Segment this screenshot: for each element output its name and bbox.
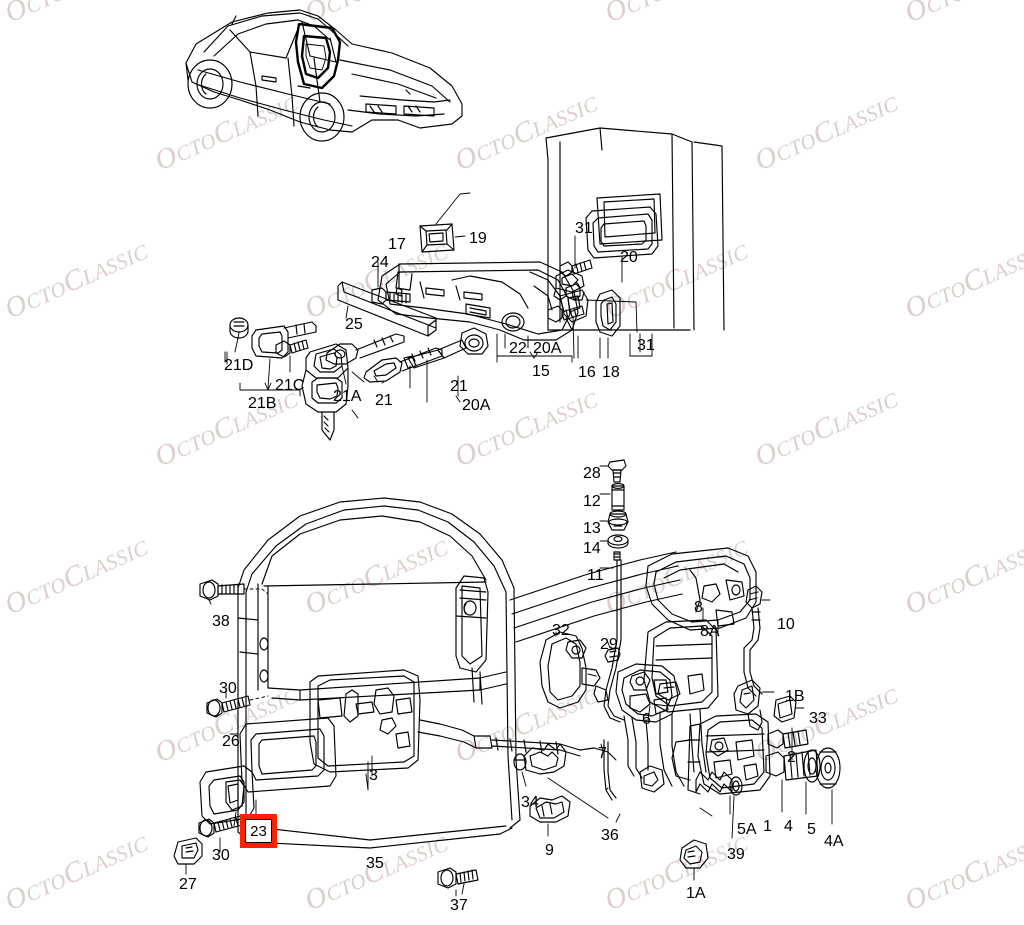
callout-17: 17 (388, 236, 406, 253)
callout-21k: 21 (375, 392, 393, 409)
callout-32: 32 (552, 622, 570, 639)
callout-4A: 4A (824, 833, 844, 850)
pull-handle-recess-26 (239, 717, 337, 793)
callout-30b: 30 (212, 847, 230, 864)
door-panel-outline (545, 127, 725, 331)
key-21-flat (363, 347, 443, 383)
callout-25: 25 (345, 316, 363, 333)
callout-26: 26 (222, 733, 240, 750)
screw-31-top (559, 259, 593, 277)
callout-20: 20 (620, 249, 638, 266)
callout-4: 4 (784, 818, 793, 835)
callout-21s: 21 (450, 378, 468, 395)
screw-16b (547, 305, 585, 323)
cap-4A (815, 747, 841, 789)
callout-8A: 8A (700, 623, 720, 640)
callout-1: 1 (763, 818, 772, 835)
cap-21D (229, 317, 249, 339)
callout-13: 13 (583, 520, 601, 537)
callout-7: 7 (598, 745, 607, 762)
callout-33: 33 (809, 710, 827, 727)
callout-24: 24 (371, 254, 389, 271)
bolt-38 (199, 579, 245, 601)
callout-1A: 1A (686, 885, 706, 902)
clip-34 (513, 743, 567, 775)
callout-16: 16 (578, 364, 596, 381)
callout-1B: 1B (785, 688, 805, 705)
spring-39 (695, 771, 743, 796)
door-shell-assembly (173, 497, 617, 897)
callout-21D: 21D (224, 357, 254, 374)
lock-module-8 (645, 547, 757, 631)
callout-35: 35 (366, 855, 384, 872)
clip-27 (173, 837, 203, 865)
pin-17 (395, 263, 403, 297)
rod-10 (743, 585, 763, 697)
lock-cylinder-21 (301, 327, 489, 441)
bracket-36 (639, 765, 665, 793)
callout-14: 14 (583, 540, 601, 557)
exterior-handle-assembly (337, 192, 659, 363)
callout-29: 29 (600, 636, 618, 653)
callout-27: 27 (179, 876, 197, 893)
callout-3: 3 (369, 767, 378, 784)
clip-1A (679, 839, 709, 869)
sleeve-12 (611, 483, 625, 511)
callout-20A1: 20A (533, 340, 562, 357)
callout-9: 9 (545, 842, 554, 859)
callout-8: 8 (694, 599, 703, 616)
bushing-33 (773, 695, 797, 723)
callout-10: 10 (777, 616, 795, 633)
callout-19: 19 (469, 230, 487, 247)
lock-body-1 (687, 713, 771, 795)
callout-28: 28 (583, 465, 601, 482)
callout-31t: 31 (575, 220, 593, 237)
screw-24 (371, 287, 411, 305)
callout-36: 36 (601, 827, 619, 844)
callout-6: 6 (642, 711, 651, 728)
callout-37: 37 (450, 897, 468, 914)
grommet-18 (595, 289, 621, 337)
callout-18: 18 (602, 364, 620, 381)
callout-38: 38 (212, 613, 230, 630)
callout-34: 34 (521, 794, 539, 811)
grommet-13 (607, 510, 629, 531)
callout-31r: 31 (637, 337, 655, 354)
callout-21A: 21A (333, 388, 362, 405)
callout-21B: 21B (248, 395, 277, 412)
rivet-29 (604, 647, 621, 663)
callout-20A2: 20A (462, 397, 491, 414)
barrel-21C (275, 339, 309, 358)
trim-strip-25 (337, 281, 437, 337)
callout-5: 5 (807, 821, 816, 838)
inner-handle-3 (309, 669, 421, 773)
callout-5A: 5A (737, 821, 757, 838)
highlighted-part-marker[interactable]: 23 (240, 814, 277, 848)
callout-15: 15 (532, 363, 550, 380)
lock-mechanism (509, 459, 841, 881)
callout-12: 12 (583, 493, 601, 510)
gasket-20 (585, 206, 659, 259)
screw-16 (565, 281, 581, 301)
screw-30-upper (206, 695, 251, 718)
highlighted-part-number: 23 (245, 819, 272, 843)
key-21B (251, 321, 317, 359)
callout-11: 11 (587, 567, 604, 584)
bolt-37 (437, 867, 479, 889)
vehicle-overview-figure (185, 9, 463, 142)
washer-14 (607, 534, 629, 549)
screw-2 (767, 729, 809, 749)
callout-30a: 30 (219, 680, 237, 697)
key-21A (325, 333, 405, 365)
keys-and-cylinder (224, 317, 489, 441)
callout-21C: 21C (275, 377, 305, 394)
lock-module-8A (643, 619, 719, 787)
callout-22: 22 (509, 340, 527, 357)
callout-2: 2 (787, 749, 796, 766)
callout-39: 39 (727, 846, 745, 863)
connector-9 (529, 795, 571, 823)
bracket-32 (539, 631, 609, 709)
